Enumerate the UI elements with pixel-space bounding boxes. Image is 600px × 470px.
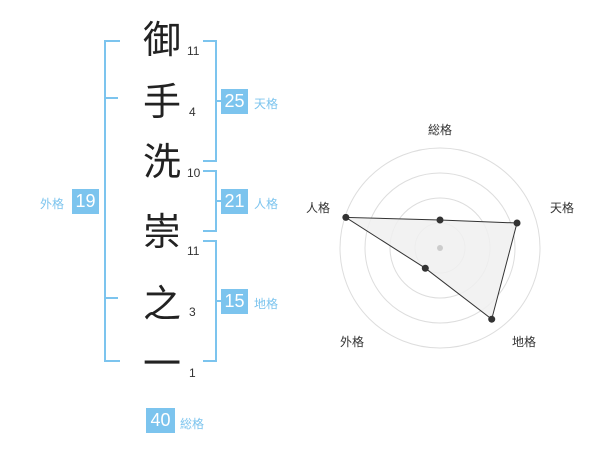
radar-point-0	[436, 216, 444, 224]
tenkaku-badge: 25	[221, 89, 248, 114]
radar-axis-label-soukaku: 総格	[428, 122, 452, 137]
stroke-count-4: 11	[187, 244, 200, 258]
tenkaku-connector	[215, 100, 222, 102]
name-char-2: 手	[142, 80, 181, 124]
name-char-6: 一	[142, 342, 181, 386]
radar-point-2	[488, 315, 496, 323]
radar-points	[342, 213, 521, 323]
radar-axis-label-jinkaku: 人格	[306, 200, 330, 215]
tenkaku-label: 天格	[254, 97, 279, 111]
gaikaku-label: 外格	[40, 197, 65, 211]
soukaku-badge: 40	[146, 408, 175, 433]
gaikaku-bracket-tick-top	[104, 97, 118, 99]
radar-axis-label-tenkaku: 天格	[550, 200, 574, 215]
name-char-5: 之	[142, 282, 181, 326]
radar-data-polygon	[344, 216, 518, 321]
soukaku-label: 総格	[180, 417, 205, 431]
radar-ring-3	[364, 172, 516, 324]
gaikaku-bracket	[104, 40, 120, 362]
stroke-count-3: 10	[187, 166, 201, 180]
jinkaku-badge: 21	[221, 189, 248, 214]
radar-point-4	[342, 213, 350, 221]
radar-chart: 総格 天格 地格 外格 人格	[306, 122, 574, 349]
chikaku-badge: 15	[221, 289, 248, 314]
name-char-3: 洗	[142, 140, 181, 184]
stroke-count-5: 3	[189, 305, 196, 319]
gaikaku-bracket-tick-bottom	[104, 297, 118, 299]
name-char-4: 崇	[142, 210, 181, 254]
radar-point-1	[513, 219, 521, 227]
chikaku-label: 地格	[254, 297, 279, 311]
gaikaku-badge: 19	[72, 189, 99, 214]
stroke-count-2: 4	[189, 105, 196, 119]
jinkaku-label: 人格	[254, 197, 279, 211]
stroke-count-6: 1	[189, 366, 196, 380]
name-char-1: 御	[142, 18, 181, 62]
radar-axis-label-gaikaku: 外格	[340, 334, 364, 349]
radar-center-dot	[437, 245, 443, 251]
radar-point-3	[421, 264, 429, 272]
radar-ring-4	[339, 147, 541, 349]
stroke-count-1: 11	[187, 44, 200, 58]
radar-axis-label-chikaku: 地格	[512, 334, 536, 349]
jinkaku-connector	[215, 200, 222, 202]
chikaku-connector	[215, 300, 222, 302]
